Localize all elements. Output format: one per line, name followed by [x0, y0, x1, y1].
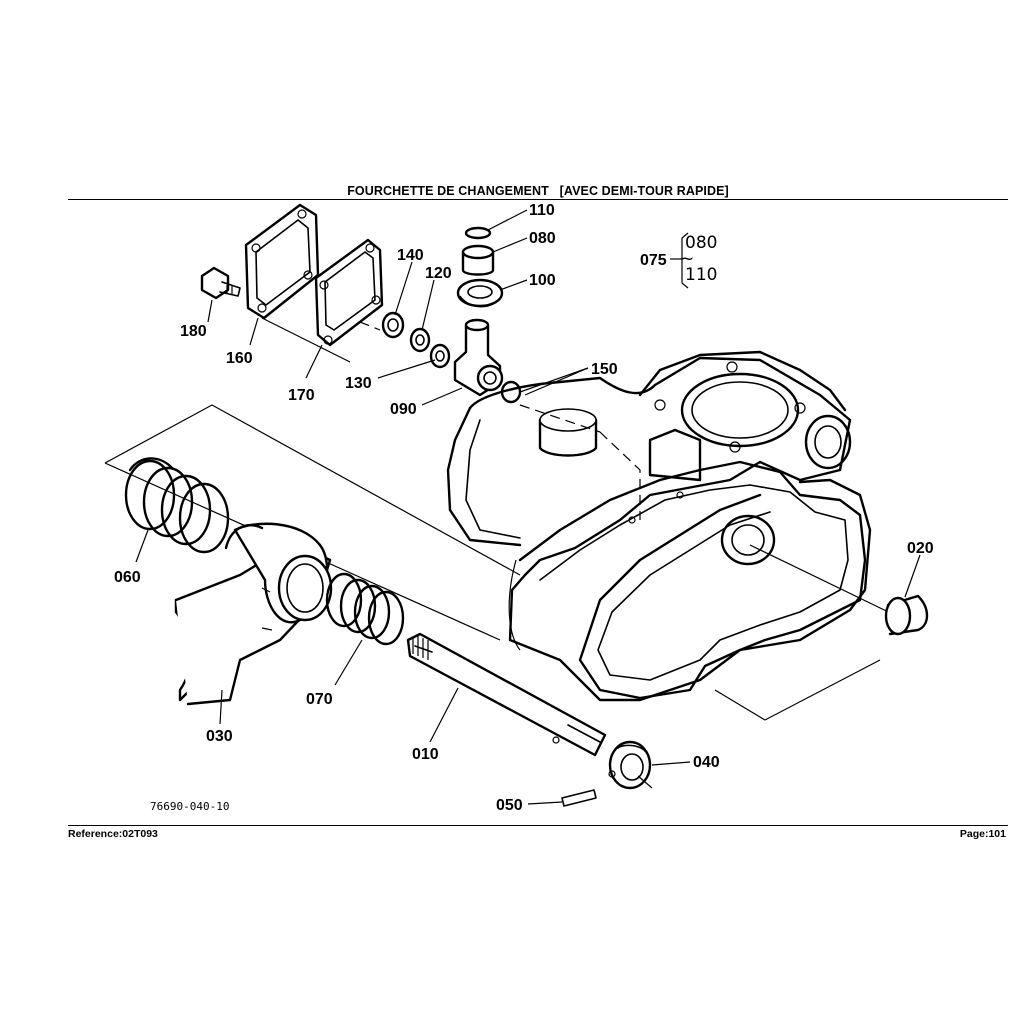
callout-010: 010	[412, 746, 439, 763]
footer-rule	[68, 825, 1008, 826]
part-170-gasket	[314, 238, 384, 347]
drawing-code: 76690-040-10	[150, 800, 229, 813]
callout-020: 020	[907, 540, 934, 557]
part-050-pin	[561, 789, 597, 807]
callout-110: 110	[529, 202, 555, 219]
kit-range-tilde: ~	[680, 249, 694, 269]
part-180-bolt	[200, 266, 241, 300]
part-010-shaft	[406, 632, 607, 757]
part-040-bearing	[608, 740, 652, 790]
callout-040: 040	[693, 754, 720, 771]
callout-labels: 110 080 100 140 120 180 160 170 130 090 …	[114, 202, 934, 814]
part-130-washer	[429, 343, 451, 369]
header-rule	[68, 199, 1008, 200]
part-080-bushing	[461, 244, 495, 276]
part-030-shift-fork	[174, 522, 333, 706]
part-100-bearing	[456, 278, 504, 308]
callout-140: 140	[397, 247, 424, 264]
part-090-shift-arm	[453, 318, 504, 397]
kit-number: 075	[640, 252, 667, 269]
part-020-bushing	[884, 594, 929, 636]
callout-170: 170	[288, 387, 315, 404]
callout-160: 160	[226, 350, 253, 367]
callout-050: 050	[496, 797, 523, 814]
page-number: Page:101	[959, 828, 1006, 840]
callout-030: 030	[206, 728, 233, 745]
reference-label: Reference:02T093	[68, 828, 158, 840]
callout-180: 180	[180, 323, 207, 340]
callout-070: 070	[306, 691, 333, 708]
part-160-cover-plate	[244, 203, 320, 320]
callout-120: 120	[425, 265, 452, 282]
callout-100: 100	[529, 272, 556, 289]
callout-150: 150	[591, 361, 618, 378]
callout-060: 060	[114, 569, 141, 586]
kit-range-to: 110	[685, 265, 717, 285]
callout-090: 090	[390, 401, 417, 418]
kit-range-from: 080	[685, 233, 717, 253]
part-140-nut	[381, 311, 405, 339]
part-120-washer	[409, 327, 431, 353]
part-070-spring	[325, 572, 405, 646]
callout-130: 130	[345, 375, 372, 392]
part-060-spring	[124, 457, 230, 554]
part-110-circlip	[464, 226, 492, 240]
kit-callout-075: 075 080 ~ 110	[640, 232, 717, 289]
callout-080: 080	[529, 230, 556, 247]
transmission-housing	[446, 350, 872, 702]
leader-lines	[135, 209, 921, 805]
page-title: FOURCHETTE DE CHANGEMENT [AVEC DEMI-TOUR…	[347, 184, 729, 198]
